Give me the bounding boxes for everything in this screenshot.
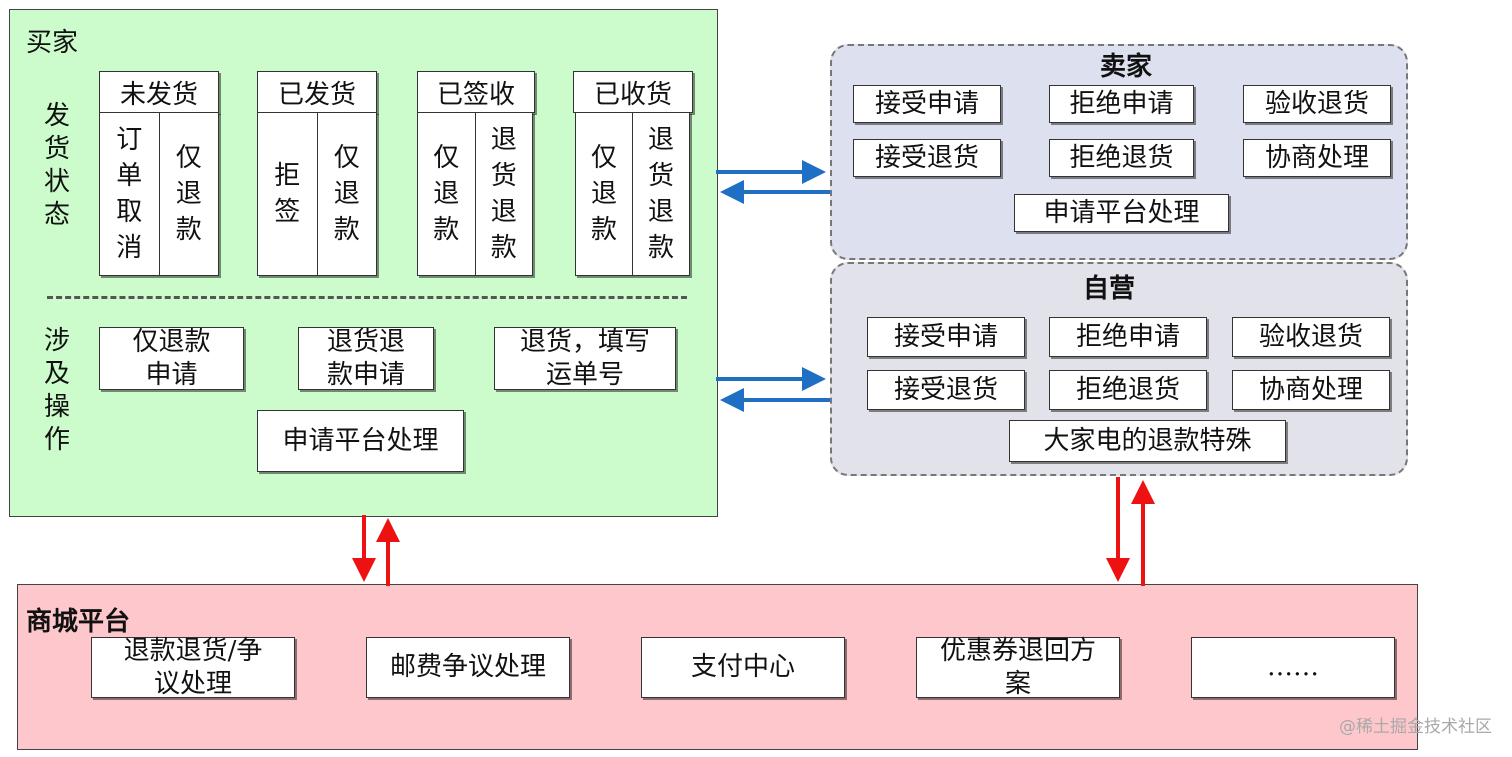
status-head-not-shipped: 未发货 <box>99 71 219 113</box>
status-option: 拒签 <box>274 161 301 227</box>
seller-inspect-return-box: 验收退货 <box>1243 85 1391 123</box>
seller-title: 卖家 <box>1100 52 1153 82</box>
operations-label: 涉及操作 <box>43 326 70 455</box>
refund-dispute-box: 退款退货/争 议处理 <box>91 636 295 699</box>
delivery-status-label: 发货状态 <box>43 101 70 230</box>
return-fill-tracking-box: 退货，填写 运单号 <box>494 327 676 390</box>
self-reject-return-box: 拒绝退货 <box>1049 370 1207 410</box>
self-accept-return-box: 接受退货 <box>867 370 1025 410</box>
seller-negotiate-box: 协商处理 <box>1243 139 1391 177</box>
buyer-title: 买家 <box>26 28 79 58</box>
refund-only-request-box: 仅退款 申请 <box>99 327 244 390</box>
seller-accept-return-box: 接受退货 <box>853 139 1001 177</box>
self-reject-request-box: 拒绝申请 <box>1049 317 1207 357</box>
self-operated-title: 自营 <box>1083 274 1136 304</box>
coupon-return-box: 优惠券退回方 案 <box>916 636 1120 699</box>
status-option: 订单取消 <box>116 125 143 263</box>
more-items-box: …… <box>1191 637 1395 698</box>
status-option: 仅退款 <box>433 143 460 245</box>
watermark: @稀土掘金技术社区 <box>1339 717 1492 737</box>
status-option: 仅退款 <box>316 113 377 275</box>
platform-title: 商城平台 <box>26 607 131 637</box>
seller-accept-request-box: 接受申请 <box>853 85 1001 123</box>
return-refund-request-box: 退货退 款申请 <box>298 327 434 390</box>
section-divider <box>47 296 687 299</box>
self-negotiate-box: 协商处理 <box>1232 370 1390 410</box>
status-body-not-shipped: 订单取消 仅退款 <box>99 112 219 276</box>
payment-center-box: 支付中心 <box>641 637 845 698</box>
status-option: 仅退款 <box>158 113 219 275</box>
shipping-dispute-box: 邮费争议处理 <box>366 637 570 698</box>
status-body-shipped: 拒签 仅退款 <box>257 112 377 276</box>
seller-reject-return-box: 拒绝退货 <box>1049 139 1194 177</box>
status-option: 退货退款 <box>474 113 533 275</box>
status-body-received: 仅退款 退货退款 <box>575 112 690 276</box>
buyer-request-platform-box: 申请平台处理 <box>257 410 464 472</box>
status-option: 仅退款 <box>590 143 617 245</box>
seller-reject-request-box: 拒绝申请 <box>1049 85 1194 123</box>
large-appliance-special-box: 大家电的退款特殊 <box>1009 420 1286 462</box>
self-accept-request-box: 接受申请 <box>867 317 1025 357</box>
status-head-signed: 已签收 <box>417 71 535 113</box>
status-option: 退货退款 <box>632 113 689 275</box>
seller-request-platform-box: 申请平台处理 <box>1014 194 1229 232</box>
self-inspect-return-box: 验收退货 <box>1232 317 1390 357</box>
status-body-signed: 仅退款 退货退款 <box>417 112 533 276</box>
status-head-received: 已收货 <box>573 71 693 113</box>
